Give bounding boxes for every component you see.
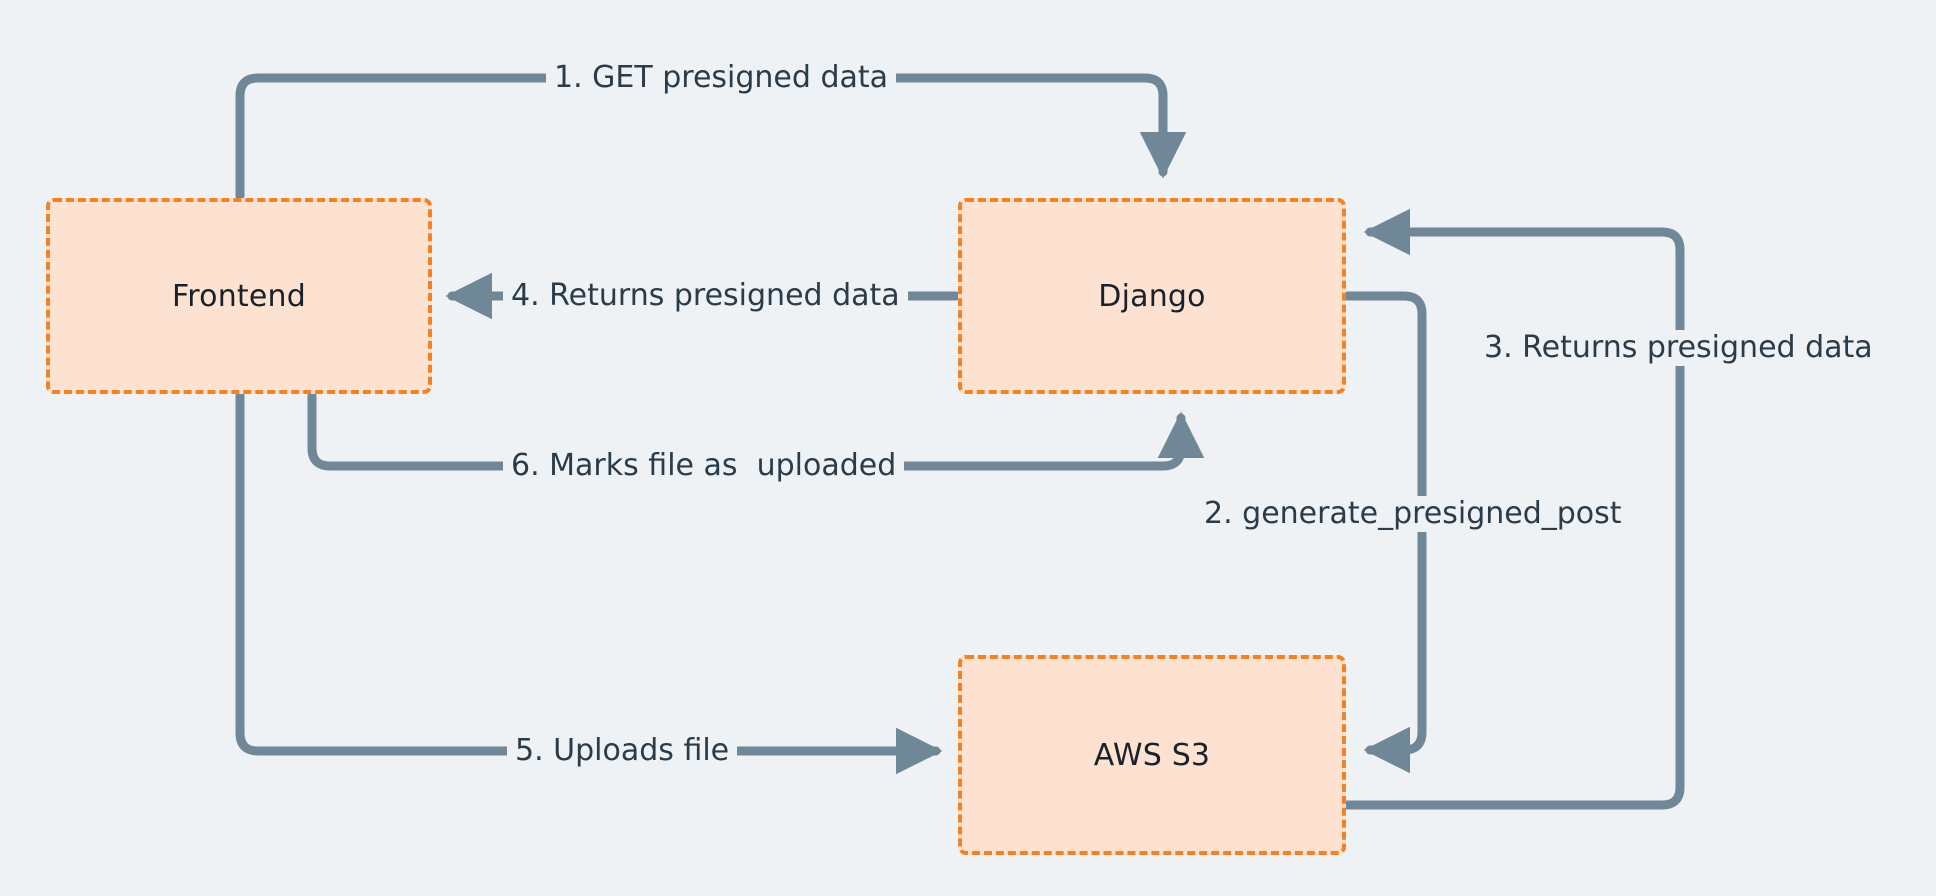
node-django[interactable]: Django (958, 198, 1346, 394)
node-aws-s3-label: AWS S3 (1093, 737, 1211, 773)
edge-5-path (235, 391, 943, 775)
edge-label-4: 4. Returns presigned data (503, 278, 908, 314)
node-aws-s3[interactable]: AWS S3 (958, 655, 1346, 855)
edge-3-path (1342, 208, 1685, 810)
node-frontend[interactable]: Frontend (46, 198, 432, 394)
edge-label-5: 5. Uploads file (507, 733, 738, 769)
node-frontend-label: Frontend (172, 278, 306, 314)
edge-label-3: 3. Returns presigned data (1476, 330, 1881, 366)
node-django-label: Django (1098, 278, 1206, 314)
edge-label-1: 1. GET presigned data (546, 60, 897, 96)
edge-label-6: 6. Marks file as uploaded (503, 448, 905, 484)
edge-label-2: 2. generate_presigned_post (1196, 496, 1630, 532)
